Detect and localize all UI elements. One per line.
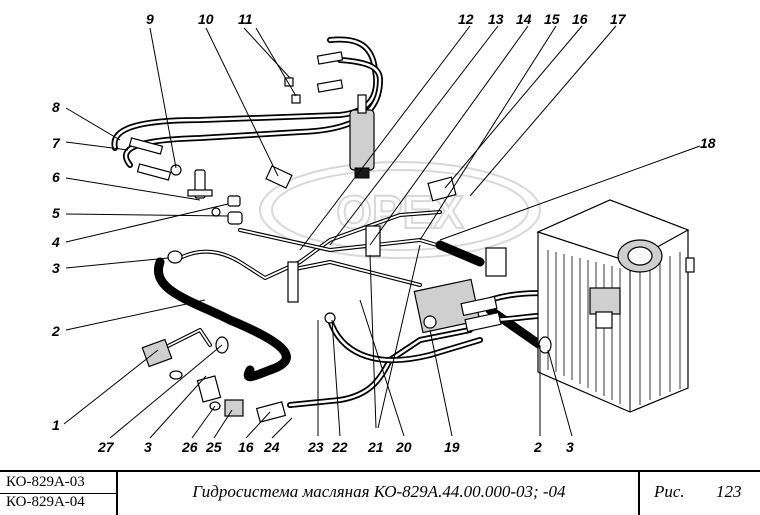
callout-20: 20 — [395, 439, 412, 455]
distributor — [413, 278, 502, 334]
callout-6: 6 — [52, 169, 60, 185]
callout-2-right: 2 — [533, 439, 542, 455]
callout-17: 17 — [610, 11, 627, 27]
figure-number: 123 — [716, 482, 742, 501]
figure-label: Рис. — [654, 482, 685, 501]
callout-4: 4 — [51, 234, 60, 250]
callout-11: 11 — [238, 11, 253, 27]
callout-19: 19 — [444, 439, 460, 455]
model-cell: КО-829А-03 КО-829А-04 — [0, 472, 118, 515]
callout-27: 27 — [97, 439, 115, 455]
oil-tank — [536, 199, 695, 413]
callout-3-left: 3 — [52, 260, 60, 276]
model-code-2: КО-829А-04 — [6, 494, 85, 510]
callout-1: 1 — [52, 417, 60, 433]
callout-3-bottom: 3 — [144, 439, 152, 455]
pipes — [178, 165, 507, 303]
figure-cell: Рис. 123 — [640, 472, 760, 515]
callout-23: 23 — [307, 439, 324, 455]
callouts: 9 10 11 12 13 14 15 16 17 18 8 7 6 5 4 3… — [51, 11, 716, 455]
callout-24: 24 — [263, 439, 280, 455]
callout-18: 18 — [700, 135, 716, 151]
leader-lines — [63, 25, 701, 439]
callout-21: 21 — [367, 439, 384, 455]
callout-16: 16 — [572, 11, 588, 27]
upper-hoses — [111, 36, 383, 181]
callout-16-bottom: 16 — [238, 439, 254, 455]
callout-10: 10 — [198, 11, 214, 27]
callout-25: 25 — [205, 439, 222, 455]
callout-22: 22 — [331, 439, 348, 455]
model-code-1: КО-829А-03 — [6, 474, 85, 490]
model-divider — [0, 493, 116, 494]
lower-parts — [141, 250, 552, 423]
callout-9: 9 — [146, 11, 154, 27]
callout-5: 5 — [52, 205, 60, 221]
callout-14: 14 — [516, 11, 532, 27]
fittings — [170, 77, 301, 225]
callout-15: 15 — [544, 11, 560, 27]
callout-26: 26 — [181, 439, 198, 455]
callout-13: 13 — [488, 11, 504, 27]
callout-3-right: 3 — [566, 439, 574, 455]
drawing-title: Гидросистема масляная КО-829А.44.00.000-… — [192, 482, 566, 501]
drawing-title-cell: Гидросистема масляная КО-829А.44.00.000-… — [118, 472, 640, 515]
callout-8: 8 — [52, 99, 60, 115]
title-block: КО-829А-03 КО-829А-04 Гидросистема масля… — [0, 470, 760, 515]
callout-7: 7 — [52, 135, 61, 151]
hydraulic-cylinder — [349, 94, 375, 179]
callout-2-left: 2 — [51, 323, 60, 339]
callout-12: 12 — [458, 11, 474, 27]
hydraulic-diagram: OPEX — [51, 11, 716, 455]
